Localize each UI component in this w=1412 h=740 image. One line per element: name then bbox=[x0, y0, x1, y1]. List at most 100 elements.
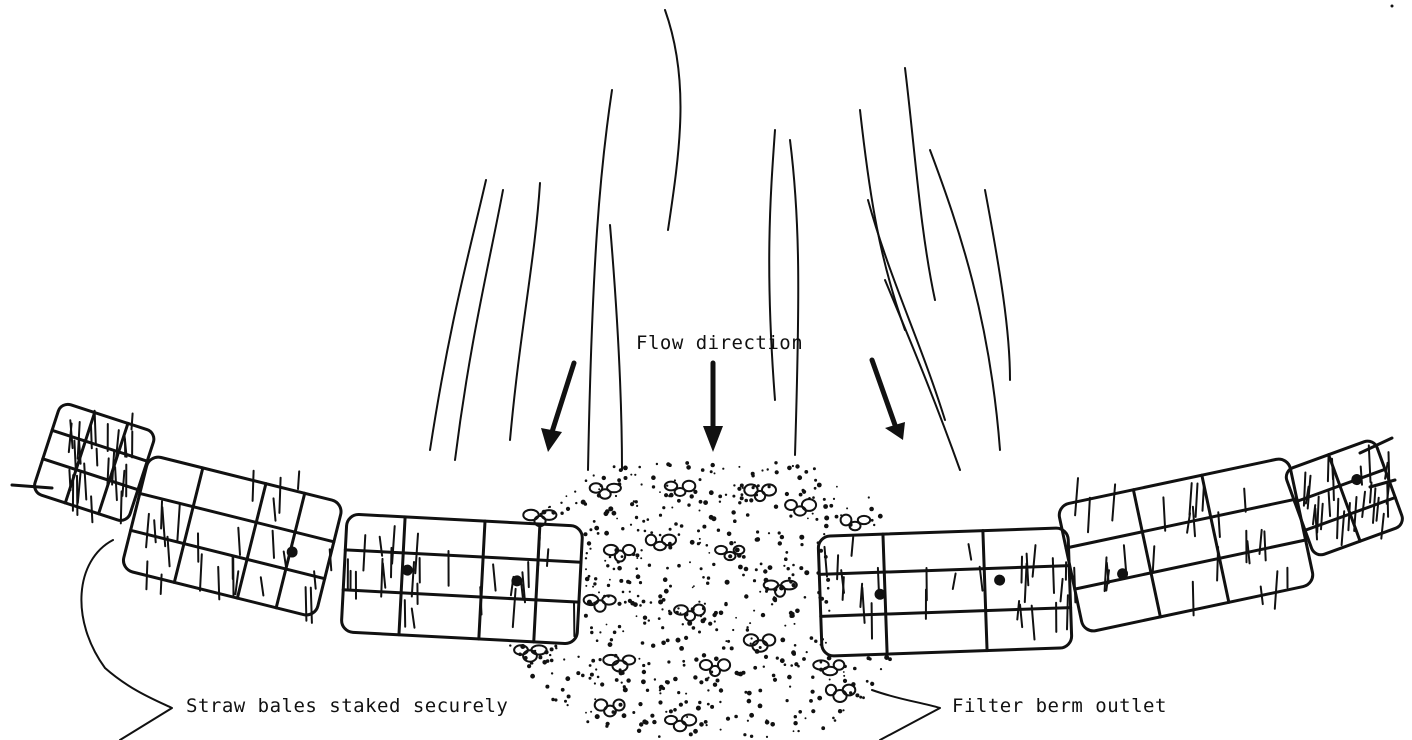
gravel-dot bbox=[687, 503, 690, 506]
gravel-dot bbox=[793, 721, 797, 725]
gravel-dot bbox=[584, 532, 588, 536]
gravel-dot bbox=[799, 566, 803, 570]
gravel-dot bbox=[564, 700, 567, 703]
gravel-dot bbox=[671, 507, 673, 509]
straw-stroke bbox=[547, 549, 548, 566]
gravel-dot bbox=[733, 519, 737, 523]
gravel-dot bbox=[636, 574, 641, 579]
straw-bales-label: Straw bales staked securely bbox=[186, 695, 508, 717]
straw-stroke bbox=[279, 478, 280, 513]
gravel-dot bbox=[690, 494, 694, 498]
gravel-dot bbox=[692, 626, 696, 630]
gravel-dot bbox=[699, 722, 704, 727]
gravel-dot bbox=[509, 644, 511, 646]
pebble bbox=[718, 659, 730, 670]
gravel-dot bbox=[788, 577, 791, 580]
gravel-dot bbox=[794, 662, 798, 666]
gravel-dot bbox=[602, 476, 606, 480]
straw-stroke bbox=[1328, 454, 1329, 481]
gravel-dot bbox=[791, 650, 796, 655]
gravel-dot bbox=[597, 532, 600, 535]
gravel-dot bbox=[775, 470, 779, 474]
gravel-dot bbox=[855, 693, 859, 697]
gravel-dot bbox=[740, 484, 744, 488]
gravel-dot bbox=[551, 672, 553, 674]
gravel-dot bbox=[545, 685, 549, 689]
gravel-dot bbox=[638, 702, 642, 706]
gravel-dot bbox=[693, 729, 698, 734]
gravel-dot bbox=[585, 712, 587, 714]
gravel-dot bbox=[774, 461, 777, 464]
flow-line bbox=[860, 110, 905, 330]
straw-bale bbox=[341, 514, 583, 644]
gravel-dot bbox=[637, 729, 641, 733]
gravel-dot bbox=[787, 675, 792, 680]
pebble bbox=[682, 715, 696, 726]
gravel-dot bbox=[784, 625, 786, 627]
gravel-dot bbox=[838, 709, 842, 713]
gravel-dot bbox=[725, 580, 730, 585]
gravel-dot bbox=[711, 516, 716, 521]
gravel-dot bbox=[823, 504, 828, 509]
gravel-dot bbox=[650, 714, 654, 718]
pebble bbox=[858, 516, 870, 524]
gravel-dot bbox=[677, 691, 680, 694]
straw-stroke bbox=[392, 526, 395, 564]
gravel-dot bbox=[617, 602, 621, 606]
straw-stroke bbox=[1074, 568, 1075, 603]
gravel-dot bbox=[596, 639, 599, 642]
gravel-dot bbox=[635, 516, 638, 519]
gravel-dot bbox=[648, 619, 650, 621]
gravel-dot bbox=[765, 720, 770, 725]
gravel-dot bbox=[702, 653, 706, 657]
gravel-dot bbox=[637, 529, 640, 532]
gravel-dot bbox=[743, 733, 746, 736]
straw-stroke bbox=[112, 450, 114, 484]
straw-stroke bbox=[177, 504, 180, 542]
gravel-dot bbox=[682, 623, 684, 625]
gravel-dot bbox=[638, 658, 640, 660]
flow-lines bbox=[430, 10, 1010, 470]
gravel-dot bbox=[756, 537, 761, 542]
gravel-dot bbox=[704, 603, 706, 605]
gravel-dot bbox=[742, 574, 745, 577]
gravel-dot bbox=[636, 615, 638, 617]
gravel-dot bbox=[750, 643, 752, 645]
gravel-dot bbox=[842, 709, 844, 711]
straw-stroke bbox=[1106, 570, 1109, 590]
gravel-dot bbox=[770, 722, 775, 727]
flow-line bbox=[985, 190, 1010, 380]
gravel-dot bbox=[669, 528, 672, 531]
flow-arrow-right bbox=[872, 360, 905, 440]
gravel-dot bbox=[693, 675, 697, 679]
gravel-dot bbox=[585, 557, 587, 559]
gravel-dot bbox=[773, 599, 777, 603]
gravel-dot bbox=[604, 511, 609, 516]
gravel-dot bbox=[869, 657, 872, 660]
gravel-dot bbox=[714, 611, 718, 615]
gravel-dot bbox=[679, 646, 684, 651]
gravel-dot bbox=[710, 705, 714, 709]
gravel-dot bbox=[689, 732, 693, 736]
pebble bbox=[623, 545, 635, 555]
gravel-dot bbox=[859, 696, 862, 699]
straw-stroke bbox=[1337, 499, 1338, 539]
gravel-dot bbox=[699, 478, 702, 481]
gravel-dot bbox=[607, 584, 610, 587]
straw-stroke bbox=[1354, 497, 1356, 531]
gravel-dot bbox=[574, 491, 576, 493]
gravel-dot bbox=[715, 628, 718, 631]
gravel-dot bbox=[738, 501, 741, 504]
flow-line bbox=[510, 183, 540, 440]
straw-stroke bbox=[115, 467, 117, 500]
gravel-dot bbox=[804, 470, 808, 474]
gravel-dot bbox=[567, 704, 569, 706]
gravel-dot bbox=[716, 679, 720, 683]
gravel-dot bbox=[576, 671, 580, 675]
straw-stroke bbox=[218, 567, 219, 600]
gravel-dot bbox=[727, 532, 732, 537]
gravel-dot bbox=[585, 479, 588, 482]
gravel-dot bbox=[599, 658, 602, 661]
gravel-dot bbox=[575, 502, 577, 504]
